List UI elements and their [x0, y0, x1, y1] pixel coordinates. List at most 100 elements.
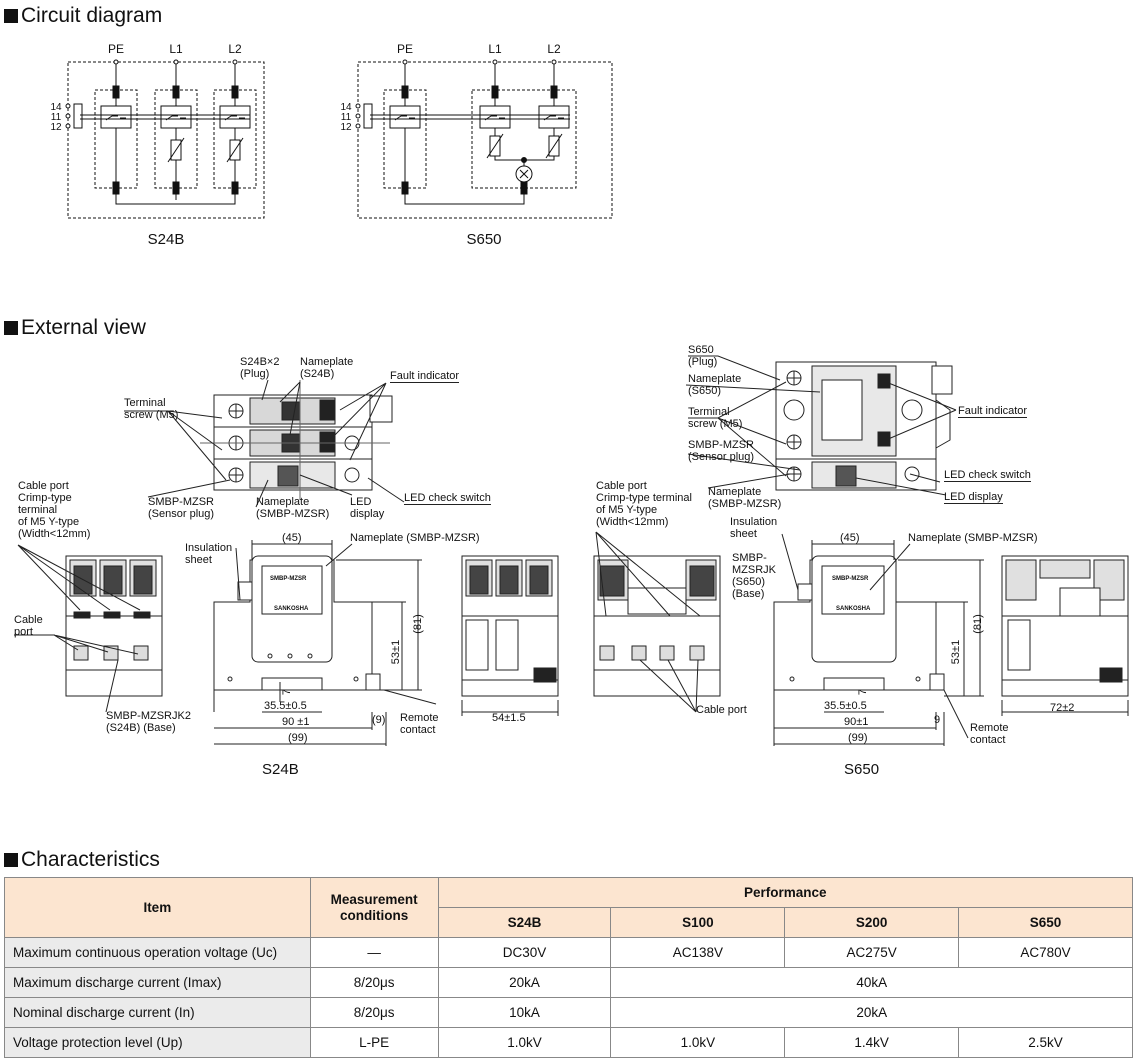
s24b-top-view — [200, 380, 393, 500]
contact-pin-11: 11 — [51, 112, 62, 123]
s24b-end-view — [461, 555, 559, 716]
header-model-s200: S200 — [784, 907, 960, 938]
table-row: Nominal discharge current (In) 8/20μs 10… — [4, 997, 1133, 1028]
s24b-insulation-sheet-label: Insulation sheet — [185, 542, 233, 566]
s650-dim-90: 90±1 — [844, 716, 869, 728]
s24b-top-leaders — [124, 379, 405, 508]
s650-dim-53: 53±1 — [950, 639, 963, 665]
s650-dim-9: 9 — [934, 714, 941, 726]
external-title-text: External view — [21, 316, 146, 339]
brand-logo-text: SANKOSHA — [274, 606, 309, 612]
row-condition: 8/20μs — [309, 997, 439, 1028]
s24b-dim-54: 54±1.5 — [492, 712, 526, 724]
header-model-s100: S100 — [610, 907, 786, 938]
s24b-side-view: SMBP-MZSR SANKOSHA — [213, 555, 381, 712]
row-value: 20kA — [437, 967, 612, 998]
row-value: AC138V — [610, 937, 786, 968]
row-value: 20kA — [610, 997, 1133, 1028]
s24b-nameplate-side-label: Nameplate (SMBP-MZSR) — [350, 532, 480, 544]
external-view-labels: S24B×2 (Plug) Nameplate (S24B) Fault ind… — [14, 344, 1074, 778]
s650-led-display-label: LED display — [944, 491, 1003, 504]
s650-remote-contact-label: Remote contact — [970, 722, 1009, 746]
circuit-title-text: Circuit diagram — [21, 4, 163, 27]
circuit-caption-s650: S650 — [466, 231, 501, 248]
s24b-dim-99: (99) — [288, 732, 308, 744]
contact-pin-14-s650: 14 — [340, 102, 352, 113]
s24b-terminal-screw-label: Terminal screw (M5) — [124, 397, 179, 421]
circuit-caption-s24b: S24B — [148, 231, 185, 248]
s24b-sensor-plug-label: SMBP-MZSR (Sensor plug) — [148, 496, 215, 520]
s650-dim-81: (81) — [971, 614, 984, 634]
terminal-label-pe: PE — [108, 42, 124, 56]
table-row: Voltage protection level (Up) L-PE 1.0kV… — [4, 1027, 1133, 1058]
circuit-diagram-title: Circuit diagram — [4, 4, 162, 28]
row-value: AC780V — [958, 937, 1133, 968]
s24b-base-label: SMBP-MZSRJK2 (S24B) (Base) — [106, 710, 191, 734]
s650-caption: S650 — [844, 761, 880, 778]
row-value: 1.4kV — [784, 1027, 960, 1058]
header-conditions: Measurement conditions — [309, 877, 439, 938]
circuit-diagrams: PE L1 L2 — [50, 42, 613, 248]
row-value: 40kA — [610, 967, 1133, 998]
row-item: Voltage protection level (Up) — [4, 1027, 311, 1058]
s650-dim-45: (45) — [840, 532, 860, 544]
row-value: 1.0kV — [610, 1027, 786, 1058]
square-bullet-icon — [4, 321, 18, 335]
s650-nameplate-side-label: Nameplate (SMBP-MZSR) — [908, 532, 1038, 544]
contact-pin-12: 12 — [50, 122, 62, 133]
circuit-s650: PE L1 L2 — [340, 42, 613, 248]
s24b-dim-35: 35.5±0.5 — [264, 700, 307, 712]
s650-dim-7: 7 — [857, 688, 870, 696]
row-value: 2.5kV — [958, 1027, 1133, 1058]
s650-nameplate-label: Nameplate (S650) — [688, 373, 742, 397]
s650-sensor-plug-label: SMBP-MZSR (Sensor plug) — [688, 439, 755, 463]
s24b-dim-9: (9) — [372, 714, 386, 726]
s650-nameplate-smbp-label: Nameplate (SMBP-MZSR) — [708, 486, 782, 510]
row-value: 10kA — [437, 997, 612, 1028]
header-model-s650: S650 — [958, 907, 1133, 938]
s650-cable-port-crimp-label: Cable port Crimp-type terminal of M5 Y-t… — [596, 480, 692, 528]
s24b-dim-90: 90 ±1 — [282, 716, 310, 728]
s24b-led-check-label: LED check switch — [404, 492, 491, 505]
square-bullet-icon — [4, 853, 18, 867]
terminal-label-l2-s650: L2 — [547, 42, 561, 56]
s650-cable-port-label: Cable port — [696, 704, 747, 716]
s24b-dim-7: 7 — [281, 688, 294, 696]
s650-top-view — [775, 361, 953, 491]
s650-side-view: SMBP-MZSR SANKOSHA — [773, 555, 945, 691]
s24b-cable-port-crimp-label: Cable port Crimp-type terminal of M5 Y-t… — [18, 480, 91, 540]
s650-led-check-label: LED check switch — [944, 469, 1031, 482]
device-logo-text: SMBP-MZSR — [270, 576, 307, 582]
terminal-label-l2: L2 — [228, 42, 242, 56]
characteristics-table: Item Measurement conditions Performance … — [4, 877, 1134, 1058]
s650-insulation-sheet-label: Insulation sheet — [730, 516, 778, 540]
row-item: Nominal discharge current (In) — [4, 997, 311, 1028]
table-header-row: Item Measurement conditions Performance — [4, 877, 1134, 938]
s24b-fault-indicator-label: Fault indicator — [390, 370, 460, 383]
header-item: Item — [4, 877, 311, 938]
terminal-label-l1: L1 — [169, 42, 183, 56]
s24b-caption: S24B — [262, 761, 299, 778]
s650-plug-label: S650 (Plug) — [688, 344, 718, 368]
s24b-dim-81: (81) — [411, 614, 424, 634]
s24b-led-display-label: LED display — [350, 496, 385, 520]
contact-pin-11-s650: 11 — [341, 112, 352, 123]
row-condition: L-PE — [309, 1027, 439, 1058]
s24b-front-leaders — [14, 544, 141, 713]
table-row: Maximum discharge current (Imax) 8/20μs … — [4, 967, 1133, 998]
s650-top-leaders — [685, 355, 957, 496]
header-performance: Performance — [437, 877, 1134, 908]
terminal-label-pe-s650: PE — [397, 42, 413, 56]
s650-dimensions — [773, 533, 984, 746]
s24b-front-view — [65, 555, 163, 697]
row-item: Maximum continuous operation voltage (Uc… — [4, 937, 311, 968]
s24b-dimensions — [214, 540, 437, 746]
row-condition: 8/20μs — [309, 967, 439, 998]
characteristics-title-text: Characteristics — [21, 848, 160, 871]
s24b-cable-port-label: Cable port — [14, 614, 43, 638]
circuit-s24b: PE L1 L2 — [50, 42, 265, 248]
row-item: Maximum discharge current (Imax) — [4, 967, 311, 998]
s24b-plug-label: S24B×2 (Plug) — [240, 356, 280, 380]
row-condition: — — [309, 937, 439, 968]
s650-base-label: SMBP- MZSRJK (S650) (Base) — [732, 552, 776, 600]
